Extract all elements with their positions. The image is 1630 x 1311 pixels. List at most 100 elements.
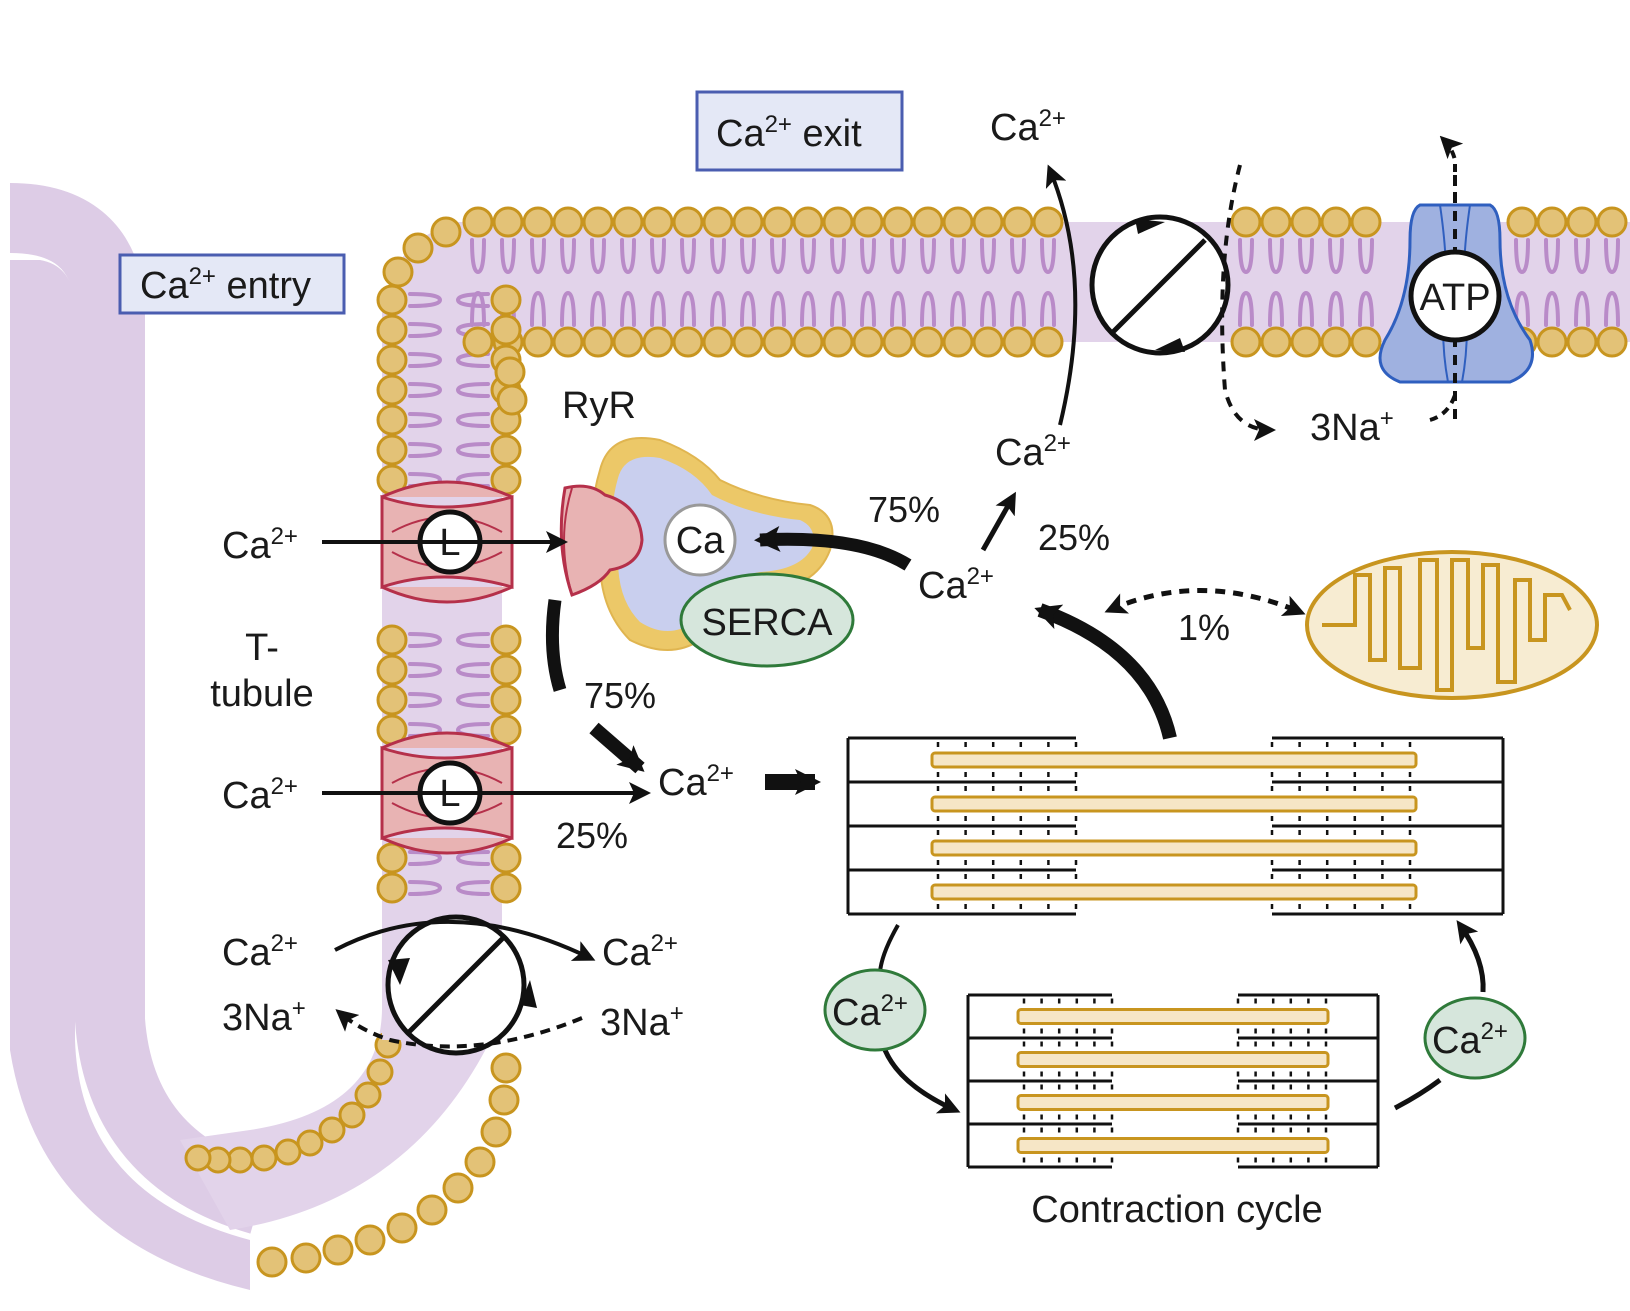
lipid-head [1350,206,1382,238]
lipid-head [490,842,522,874]
lipid-tail [890,290,906,327]
myofilament-release-arrow [1034,603,1177,740]
lipid-heads [184,206,1628,1278]
lipid-head [462,326,494,358]
lipid-tail [1574,290,1590,327]
lipid-head [490,1052,522,1084]
ca-ion-cytosol-hub: Ca2+ [918,563,994,607]
lipid-head [490,434,522,466]
mitochondrion [1305,550,1599,700]
lipid-head [702,206,734,238]
lipid-head [490,284,522,316]
lipid-tail [1328,290,1344,327]
lipid-head [442,1172,474,1204]
lipid-tail [1298,290,1314,327]
lipid-head [822,326,854,358]
exchanger-exit-small-arrow [980,491,1016,552]
lipid-head [552,326,584,358]
lipid-tail [800,290,816,327]
lipid-head [1260,206,1292,238]
lipid-head [184,1144,212,1172]
lipid-head [354,1224,386,1256]
lipid-head [376,654,408,686]
lipid-tail [770,290,786,327]
lipid-tail [980,238,996,275]
thick-filament [1016,1137,1330,1154]
lipid-tail [1040,290,1056,327]
lipid-head [318,1116,346,1144]
lipid-tail [800,238,816,275]
lipid-tail [1358,238,1374,275]
lipid-head [386,1212,418,1244]
t-tubule-label-line1: T- [245,627,279,669]
lipid-tail [408,632,443,648]
svg-text:Ca2+: Ca2+ [1432,1018,1508,1062]
lipid-tail [650,238,666,275]
ryr-release-arrow [545,599,567,692]
ryr-label: RyR [562,385,636,427]
pct-ryr-release: 75% [584,675,656,716]
lipid-head [1032,326,1064,358]
lipid-head [852,326,884,358]
ca-exit-arrow [1045,164,1078,426]
ion-base: Ca [1432,1020,1481,1062]
lipid-head [376,344,408,376]
lipid-head [376,872,408,904]
lipid-tail [530,290,546,327]
lipid-head [430,216,462,248]
lipid-head [522,206,554,238]
lipid-head [274,1138,302,1166]
lipid-tail [1238,238,1254,275]
pct-l-channel-direct: 25% [556,815,628,856]
thick-filament [1016,1094,1330,1111]
thick-filament [930,751,1418,769]
lipid-tail [710,238,726,275]
thick-filament [930,883,1418,901]
ca-bubble-left: Ca2+ [823,968,927,1052]
lipid-tail [1544,238,1560,275]
lipid-head [1320,206,1352,238]
thick-filament [1016,1051,1330,1068]
ca-bubble-right: Ca2+ [1423,996,1527,1080]
lipid-head [1290,326,1322,358]
lipid-head [1002,326,1034,358]
lipid-head [672,326,704,358]
lipid-head [296,1129,324,1157]
lipid-head [226,1146,254,1174]
lipid-tail [455,292,490,308]
lipid-tail [408,662,443,678]
lipid-head [376,404,408,436]
lipid-tail [1604,290,1620,327]
lipid-tail [680,290,696,327]
l-type-channel-upper: L [380,480,514,604]
lipid-head [1350,326,1382,358]
lipid-head [376,314,408,346]
lipid-head [376,284,408,316]
ca-entry-base: Ca [140,265,189,307]
lipid-head [256,1246,288,1278]
lipid-head [376,842,408,874]
lipid-tail [1514,238,1530,275]
lipid-head [464,1146,496,1178]
lipid-head [354,1081,382,1109]
ncx-ca-out-arrow [334,919,596,961]
lipid-head [376,684,408,716]
lipid-head [376,624,408,656]
ca-ion-to-exchanger: Ca2+ [995,430,1071,474]
pct-exchanger-exit: 25% [1038,517,1110,558]
lipid-head [882,326,914,358]
lipid-tail [1298,238,1314,275]
na-ion-ncx-left: 3Na+ [222,995,306,1039]
lipid-tail [1238,290,1254,327]
lipid-head [762,206,794,238]
lipid-tail [455,412,490,428]
lipid-head [1506,206,1538,238]
lipid-tail [620,290,636,327]
svg-text:Ca2+ exit: Ca2+ exit [716,111,862,155]
lipid-head [490,314,522,346]
lipid-head [822,206,854,238]
lipid-tail [408,382,443,398]
sarcolemma-outline-tube [10,260,250,1290]
lipid-tail [560,238,576,275]
lipid-head [882,206,914,238]
